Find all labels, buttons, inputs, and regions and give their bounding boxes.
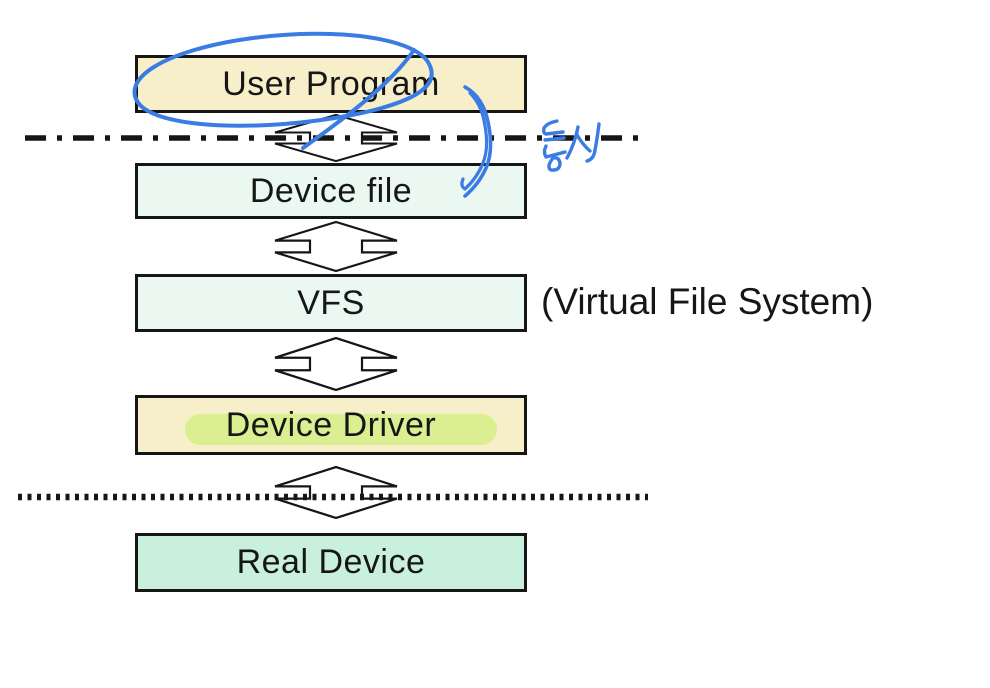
pen-stroke <box>585 122 601 163</box>
box-vfs: VFS <box>135 274 527 332</box>
box-vfs-label: VFS <box>297 283 365 322</box>
box-device-file-label: Device file <box>249 171 413 210</box>
box-user-program: User Program <box>135 55 527 113</box>
pen-stroke <box>547 156 562 172</box>
pen-stroke <box>575 133 592 153</box>
pen-handwriting-tongsin <box>542 119 601 172</box>
box-real-device-label: Real Device <box>236 543 426 581</box>
pen-stroke <box>565 125 580 160</box>
updown-arrow-shape <box>274 466 398 519</box>
pen-stroke <box>542 144 567 159</box>
highlighter-mark <box>185 414 497 445</box>
updown-arrow-shape <box>274 337 398 391</box>
box-device-file: Device file <box>135 163 527 219</box>
updown-arrow-shape <box>274 114 398 162</box>
box-real-device: Real Device <box>135 533 527 592</box>
updown-arrow-3 <box>274 337 398 391</box>
box-user-program-label: User Program <box>222 64 440 103</box>
vfs-side-note: (Virtual File System) <box>541 281 874 322</box>
updown-arrow-1 <box>274 114 398 162</box>
updown-arrow-2 <box>274 221 398 272</box>
pen-stroke <box>543 136 566 142</box>
updown-arrow-4 <box>274 466 398 519</box>
box-device-driver-label: Device Driver <box>225 405 437 444</box>
box-device-driver: Device Driver <box>135 395 527 455</box>
updown-arrow-shape <box>274 221 398 272</box>
pen-stroke <box>542 119 565 136</box>
